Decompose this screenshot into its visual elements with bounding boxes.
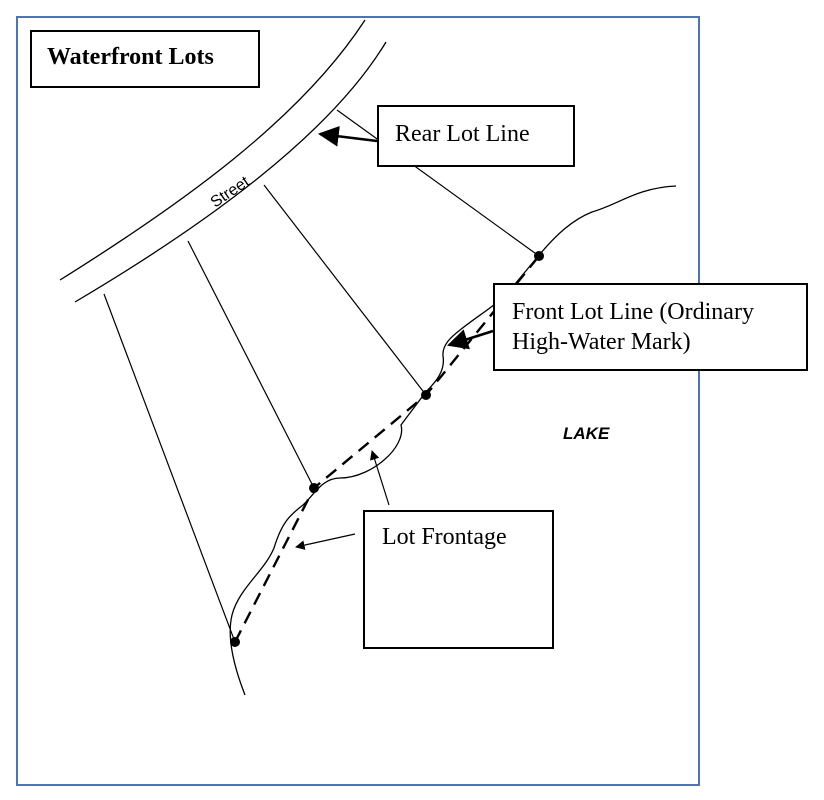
front-lot-line-arrow <box>447 329 494 350</box>
lot-corner-point <box>230 637 240 647</box>
front-lot-line-label-line2: High-Water Mark) <box>512 329 691 355</box>
lot-line-2 <box>187 240 315 489</box>
lot-line-4 <box>336 109 540 257</box>
street-edge-outer <box>59 19 366 281</box>
lot-corner-point <box>309 483 319 493</box>
title-box: Waterfront Lots <box>30 30 260 88</box>
lot-corner-point <box>534 251 544 261</box>
page-title: Waterfront Lots <box>47 44 214 70</box>
lot-line-1 <box>103 293 236 643</box>
front-lot-line-label-line1: Front Lot Line (Ordinary <box>512 299 754 325</box>
rear-lot-line-arrow <box>317 125 378 147</box>
street-label: Street <box>208 173 253 211</box>
lot-frontage-arrow-upper <box>370 450 390 506</box>
lake-label: LAKE <box>563 424 610 443</box>
lot-frontage-line <box>233 255 540 643</box>
lot-frontage-callout: Lot Frontage <box>363 510 554 649</box>
diagram-frame <box>16 16 700 786</box>
rear-lot-line-callout: Rear Lot Line <box>377 105 575 167</box>
lot-corner-point <box>421 390 431 400</box>
lot-line-3 <box>263 184 427 396</box>
street-edge-inner <box>74 41 387 303</box>
rear-lot-line-label: Rear Lot Line <box>395 121 530 147</box>
lot-frontage-label: Lot Frontage <box>382 524 507 550</box>
lot-frontage-arrow-lower <box>295 533 356 550</box>
front-lot-line-callout: Front Lot Line (Ordinary High-Water Mark… <box>493 283 808 371</box>
